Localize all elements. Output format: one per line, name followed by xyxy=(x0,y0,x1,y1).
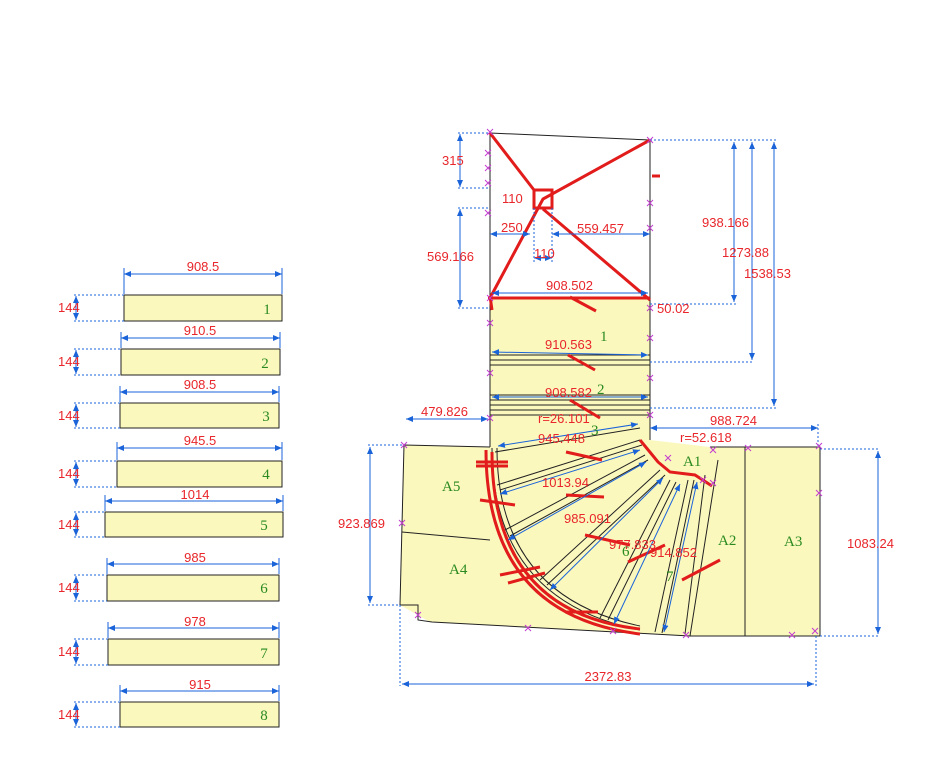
tread-row: 1014 5 144 xyxy=(58,487,284,538)
dim-110-bottom: 110 xyxy=(534,246,555,261)
stair-plan: 315 110 250 559.457 110 569.166 938.166 … xyxy=(338,128,894,687)
tread-row: 945.5 4 144 xyxy=(58,433,283,488)
dim-977: 977.833 xyxy=(609,537,656,552)
tread-number: 5 xyxy=(260,518,268,534)
tread-slab xyxy=(116,460,283,488)
dim-1538: 1538.53 xyxy=(744,266,791,281)
tread-length: 908.5 xyxy=(184,377,217,392)
tread-thickness: 144 xyxy=(58,644,80,659)
dim-1083: 1083.24 xyxy=(847,536,894,551)
tread-row: 908.5 1 144 xyxy=(58,259,283,322)
tread-row: 908.5 3 144 xyxy=(58,377,280,429)
tread-thickness: 144 xyxy=(58,580,80,595)
dim-985: 985.091 xyxy=(564,511,611,526)
tread-thickness: 144 xyxy=(58,466,80,481)
tread-slab xyxy=(106,574,280,602)
tread-row: 915 8 144 xyxy=(58,677,280,728)
tread-length: 910.5 xyxy=(184,323,217,338)
step-label: 3 xyxy=(591,423,599,439)
tread-thickness: 144 xyxy=(58,354,80,369)
radius-26: r=26.101 xyxy=(538,411,590,426)
dim-479: 479.826 xyxy=(421,404,468,419)
tread-slab xyxy=(104,511,284,538)
dim-2372: 2372.83 xyxy=(585,669,632,684)
tread-length: 945.5 xyxy=(184,433,217,448)
tread-length: 985 xyxy=(184,550,206,565)
tread-length: 978 xyxy=(184,614,206,629)
dim-910-563: 910.563 xyxy=(545,337,592,352)
tread-number: 3 xyxy=(262,409,270,425)
area-label: A3 xyxy=(784,534,802,550)
tread-row: 985 6 144 xyxy=(58,550,280,602)
tread-slab xyxy=(119,701,280,728)
dim-569: 569.166 xyxy=(427,249,474,264)
dim-1273: 1273.88 xyxy=(722,245,769,260)
tread-slab xyxy=(123,294,283,322)
tread-thickness: 144 xyxy=(58,408,80,423)
tread-row: 978 7 144 xyxy=(58,614,280,666)
area-label: A2 xyxy=(718,533,736,549)
area-label: A1 xyxy=(683,454,701,470)
dim-914: 914.852 xyxy=(650,545,697,560)
dim-988: 988.724 xyxy=(710,413,757,428)
radius-52: r=52.618 xyxy=(680,430,732,445)
dim-1013: 1013.94 xyxy=(542,475,589,490)
tread-number: 2 xyxy=(261,356,269,372)
dimension-lines xyxy=(367,132,881,687)
tread-length: 908.5 xyxy=(187,259,220,274)
dim-945: 945.448 xyxy=(538,431,585,446)
tread-number: 7 xyxy=(260,646,268,662)
step-label: 7 xyxy=(666,569,674,585)
area-label: A4 xyxy=(449,562,468,578)
tread-length: 915 xyxy=(189,677,211,692)
tread-thickness: 144 xyxy=(58,707,80,722)
node-markers xyxy=(398,128,823,639)
dim-908-582: 908.582 xyxy=(545,385,592,400)
dim-315: 315 xyxy=(442,153,464,168)
step-label: 6 xyxy=(622,544,630,560)
dim-250: 250 xyxy=(501,220,523,235)
tread-thickness: 144 xyxy=(58,300,80,315)
tread-number: 8 xyxy=(260,708,268,724)
dim-50: 50.02 xyxy=(657,301,690,316)
tread-slab xyxy=(107,638,280,666)
tread-slab xyxy=(119,402,280,429)
tread-row: 910.5 2 144 xyxy=(58,323,281,376)
dim-559: 559.457 xyxy=(577,221,624,236)
step-label: 1 xyxy=(600,329,608,345)
tread-number: 4 xyxy=(262,467,270,483)
dim-110-top: 110 xyxy=(502,191,523,206)
dim-923: 923.869 xyxy=(338,516,385,531)
dim-908-502: 908.502 xyxy=(546,278,593,293)
tread-thickness: 144 xyxy=(58,517,80,532)
area-label: A5 xyxy=(442,479,460,495)
tread-list: 908.5 1 144 910.5 2 144 908.5 3 xyxy=(58,259,284,728)
tread-length: 1014 xyxy=(181,487,210,502)
tread-slab xyxy=(120,348,281,376)
step-label: 2 xyxy=(597,382,605,398)
tread-number: 1 xyxy=(263,302,271,318)
tread-number: 6 xyxy=(260,581,268,597)
dim-938: 938.166 xyxy=(702,215,749,230)
